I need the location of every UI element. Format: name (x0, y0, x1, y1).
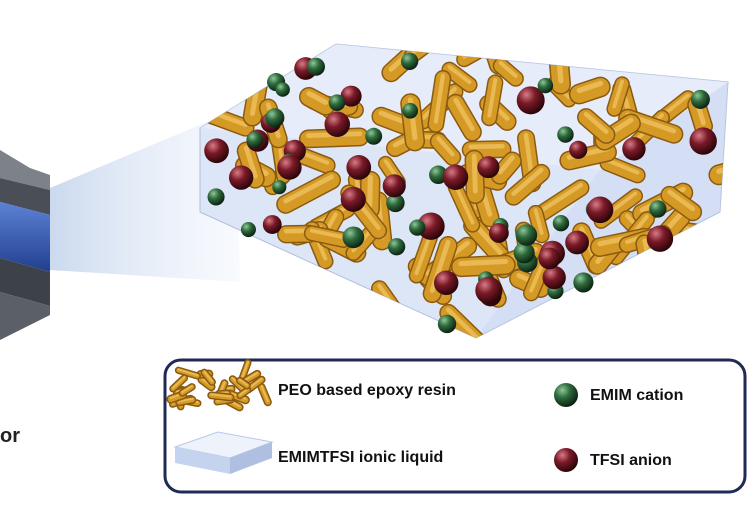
tfsi-anion-0 (689, 127, 716, 154)
tfsi-anion-24 (542, 266, 565, 289)
legend-label-anion: TFSI anion (590, 452, 672, 470)
resin-strand-shadow-43 (719, 166, 750, 175)
emim-cation-33 (208, 188, 225, 205)
tfsi-anion-25 (204, 138, 229, 163)
emim-cation-22 (342, 226, 364, 248)
device-stack (0, 150, 50, 340)
resin-strand-50 (412, 31, 445, 56)
legend-cation-icon (554, 383, 578, 407)
tfsi-anion-3 (434, 271, 458, 295)
resin-strand-highlight-21 (485, 20, 498, 62)
emim-cation-20 (401, 53, 418, 70)
tfsi-anion-17 (489, 223, 509, 243)
tfsi-anion-19 (475, 277, 502, 304)
resin-strand-highlight-41 (471, 146, 503, 147)
resin-strand-19 (680, 232, 729, 238)
tfsi-anion-12 (622, 137, 645, 160)
resin-strand-highlight-78 (474, 156, 475, 191)
legend-label-cation: EMIM cation (590, 387, 683, 405)
device-label-fragment: or (0, 425, 20, 448)
resin-strand-highlight-71 (370, 177, 371, 205)
emim-cation-24 (557, 126, 573, 142)
tfsi-anion-23 (277, 155, 301, 179)
resin-strand-shadow-19 (680, 232, 729, 238)
emim-cation-4 (409, 219, 425, 235)
legend-anion-icon (554, 448, 578, 472)
tfsi-anion-21 (565, 231, 589, 255)
emim-cation-27 (329, 94, 346, 111)
emim-cation-28 (307, 58, 325, 76)
tfsi-anion-14 (324, 112, 350, 138)
tfsi-anion-15 (477, 156, 499, 178)
emim-cation-26 (516, 224, 538, 246)
resin-strand-highlight-87 (461, 261, 506, 263)
emim-cation-9 (272, 180, 286, 194)
resin-strand-highlight-22 (464, 46, 483, 57)
emim-cation-23 (649, 200, 666, 217)
emim-cation-11 (241, 222, 256, 237)
emim-cation-25 (402, 103, 418, 119)
tfsi-anion-20 (229, 165, 253, 189)
tfsi-anion-29 (569, 141, 587, 159)
resin-strand-41 (471, 149, 503, 150)
composite-box (200, 20, 750, 345)
emim-cation-14 (265, 108, 284, 127)
resin-strand-highlight-88 (557, 42, 560, 81)
resin-strand-43 (719, 166, 750, 175)
legend-label-ionic-liquid: EMIMTFSI ionic liquid (278, 449, 443, 467)
tfsi-anion-26 (587, 197, 614, 224)
tfsi-anion-28 (383, 174, 406, 197)
tfsi-anion-8 (263, 215, 282, 234)
tfsi-anion-18 (443, 165, 468, 190)
emim-cation-8 (538, 78, 553, 93)
emim-cation-21 (276, 82, 290, 96)
tfsi-anion-13 (647, 226, 673, 252)
legend-label-resin: PEO based epoxy resin (278, 382, 456, 400)
emim-cation-2 (365, 128, 382, 145)
resin-strand-highlight-50 (412, 29, 445, 54)
tfsi-anion-7 (341, 187, 366, 212)
emim-cation-16 (553, 215, 569, 231)
emim-cation-7 (438, 315, 456, 333)
tfsi-anion-9 (346, 155, 371, 180)
emim-cation-18 (388, 238, 405, 255)
emim-cation-31 (573, 272, 593, 292)
resin-strand-highlight-43 (719, 162, 750, 171)
emim-cation-19 (246, 132, 263, 149)
emim-cation-29 (691, 90, 710, 109)
tfsi-anion-27 (539, 247, 561, 269)
